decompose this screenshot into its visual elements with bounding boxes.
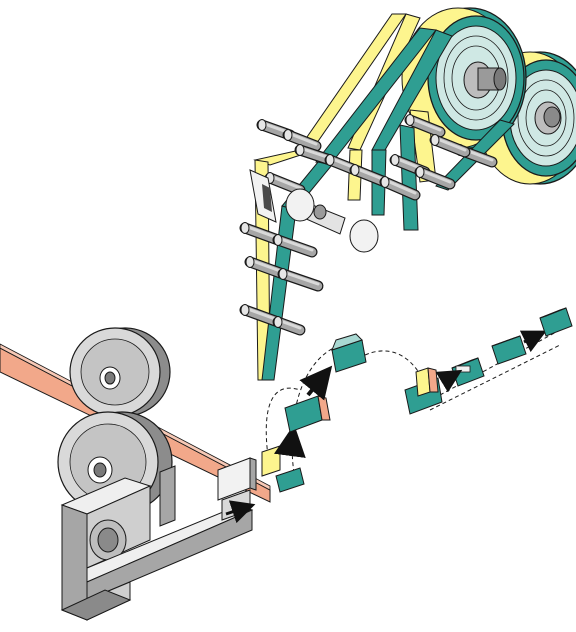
- guide-roller: [264, 172, 306, 196]
- guide-roller-stack: [239, 114, 498, 336]
- guide-roller: [272, 316, 306, 336]
- feed-wheel-upper: [69, 327, 171, 417]
- guide-roller: [429, 134, 471, 158]
- guide-roller: [272, 234, 318, 258]
- cutter-blade: [217, 457, 257, 524]
- finished-components: [435, 307, 573, 393]
- press-frame: [60, 465, 254, 621]
- folded-component-path: [261, 329, 561, 493]
- guide-roller: [239, 304, 284, 328]
- guide-roller: [239, 222, 284, 246]
- guide-roller: [404, 114, 446, 138]
- guide-roller: [414, 166, 456, 190]
- guide-roller: [379, 176, 421, 201]
- guide-roller: [277, 268, 324, 292]
- tension-arm: [249, 169, 379, 253]
- guide-roller: [282, 129, 322, 152]
- guide-roller: [244, 256, 289, 280]
